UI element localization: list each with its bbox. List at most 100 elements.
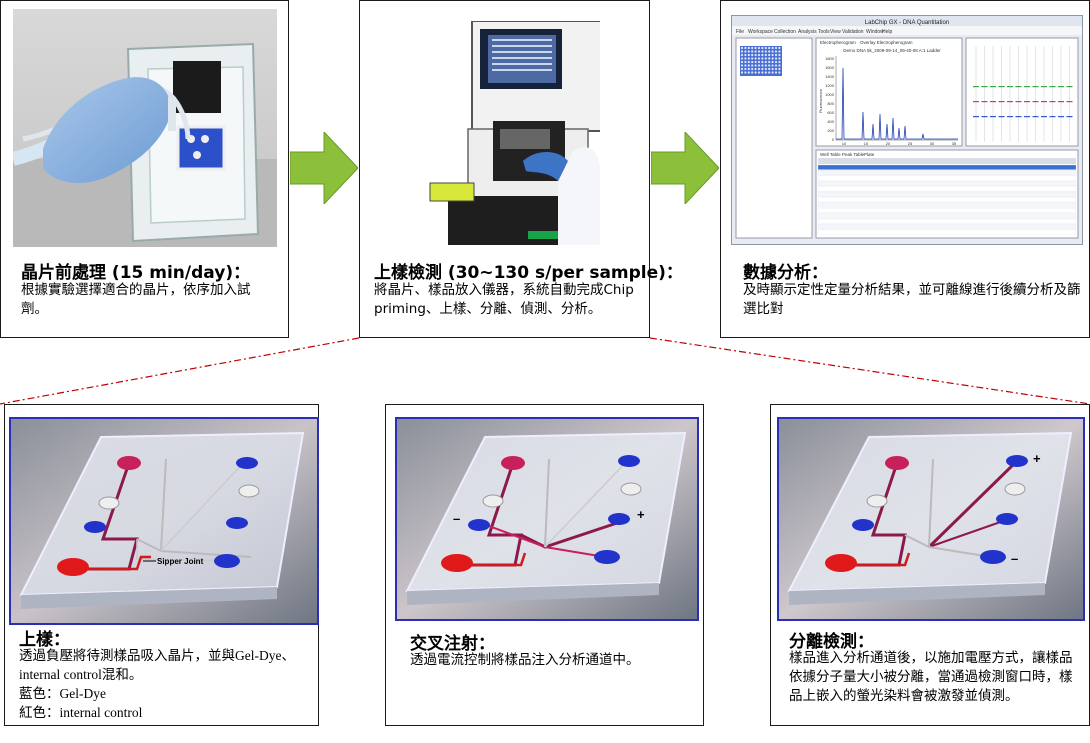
plate-well (761, 64, 764, 67)
y-tick: 1600 (825, 65, 835, 70)
legend-blue-gel-dye: 藍色：Gel-Dye (19, 686, 106, 701)
table-row (817, 218, 1077, 224)
plus-electrode-label: + (1033, 451, 1041, 466)
plate-well (747, 50, 750, 53)
table-row (817, 170, 1077, 176)
gel-band (1058, 86, 1064, 88)
menu-item: File (736, 29, 744, 35)
plate-well (778, 71, 781, 74)
gel-band (981, 86, 988, 88)
table-row (817, 229, 1077, 235)
plate-well (740, 46, 744, 50)
software-tab: Peak Table (842, 152, 865, 157)
chip-prep-photo (13, 9, 277, 247)
y-tick: 400 (827, 119, 834, 124)
plate-well (747, 67, 750, 71)
plate-well (774, 50, 778, 53)
table-row (817, 197, 1077, 203)
gel-band (1049, 86, 1056, 88)
plate-well (774, 64, 778, 67)
menu-item: Help (882, 29, 893, 35)
instrument-photo (408, 21, 600, 245)
y-tick: 1000 (825, 92, 835, 97)
plate-well (771, 67, 774, 71)
plate-well (768, 46, 771, 50)
plate-well (768, 64, 771, 67)
plate-well (747, 64, 750, 67)
plate-well (771, 53, 774, 57)
plate-well (771, 60, 774, 64)
software-tab: Electropherogram (820, 40, 856, 45)
y-tick: 1200 (825, 83, 835, 88)
plate-well (761, 71, 764, 74)
gel-band (1007, 116, 1013, 118)
plate-well (757, 64, 761, 67)
plate-well (740, 60, 744, 64)
software-window-title: LabChip GX - DNA Quantitation (865, 20, 949, 26)
plate-well (744, 71, 747, 74)
gel-band (1066, 116, 1073, 118)
plate-well (757, 71, 761, 74)
plate-well (764, 53, 767, 57)
detail-title: 上樣： (19, 630, 70, 650)
gel-band (1024, 101, 1030, 103)
menu-item: Tools (818, 29, 830, 35)
software-tab: Well Table (820, 152, 841, 157)
detail-description: 透過負壓將待測樣品吸入晶片，並與Gel-Dye、internal control… (19, 648, 295, 682)
plate-well (761, 67, 764, 71)
software-screenshot: LabChip GX - DNA Quantitation File Works… (731, 15, 1083, 245)
legend-red-internal-control: 紅色：internal control (19, 705, 143, 720)
gel-band (1066, 86, 1073, 88)
y-tick: 200 (827, 128, 834, 133)
table-row (817, 175, 1077, 181)
gel-band (1041, 86, 1047, 88)
plate-well (774, 57, 778, 60)
plate-well (747, 71, 750, 74)
plate-well (771, 57, 774, 60)
minus-electrode-label: – (453, 511, 460, 526)
plate-well (754, 50, 757, 53)
software-tab: Overlay Electropherogram (860, 40, 913, 45)
chip-diagram-injection: – + (395, 417, 699, 621)
gel-band (973, 116, 979, 118)
plate-well (757, 60, 761, 64)
plate-well (764, 71, 767, 74)
gel-band (973, 101, 979, 103)
plate-well (754, 57, 757, 60)
detail-box-sample-loading: Sipper Joint 上樣： 透過負壓將待測樣品吸入晶片，並與Gel-Dye… (4, 404, 319, 726)
plate-well (778, 67, 781, 71)
x-tick: 30 (930, 141, 935, 146)
plate-well (740, 57, 744, 60)
gel-band (1032, 116, 1039, 118)
plate-well (744, 57, 747, 60)
y-axis-label: Fluorescence (818, 88, 823, 113)
step-box-data-analysis: LabChip GX - DNA Quantitation File Works… (720, 0, 1090, 338)
plate-well (761, 53, 764, 57)
gel-band (1032, 86, 1039, 88)
y-tick: 1400 (825, 74, 835, 79)
step-description: 及時顯示定性定量分析結果，並可離線進行後續分析及篩選比對 (743, 282, 1081, 317)
gel-band (990, 116, 996, 118)
plate-well (754, 64, 757, 67)
plate-well (768, 53, 771, 57)
gel-band (1041, 116, 1047, 118)
plate-well (768, 60, 771, 64)
gel-band (1066, 101, 1073, 103)
step-description: 將晶片、樣品放入儀器，系統自動完成Chip priming、上樣、分離、偵測、分… (374, 282, 634, 317)
detail-box-separation: + – 分離檢測： 樣品進入分析通道後，以施加電壓方式，讓樣品依據分子量大小被分… (770, 404, 1090, 726)
plate-well (754, 53, 757, 57)
plate-well (754, 60, 757, 64)
plate-well (744, 64, 747, 67)
plate-well (757, 50, 761, 53)
gel-band (1007, 101, 1013, 103)
plate-well (768, 57, 771, 60)
table-row (817, 202, 1077, 208)
plate-well (774, 71, 778, 74)
plate-well (740, 64, 744, 67)
plate-well (754, 67, 757, 71)
gel-band (998, 86, 1005, 88)
gel-band (1015, 86, 1022, 88)
plate-well (778, 60, 781, 64)
plate-well (747, 57, 750, 60)
plate-well (751, 60, 754, 64)
